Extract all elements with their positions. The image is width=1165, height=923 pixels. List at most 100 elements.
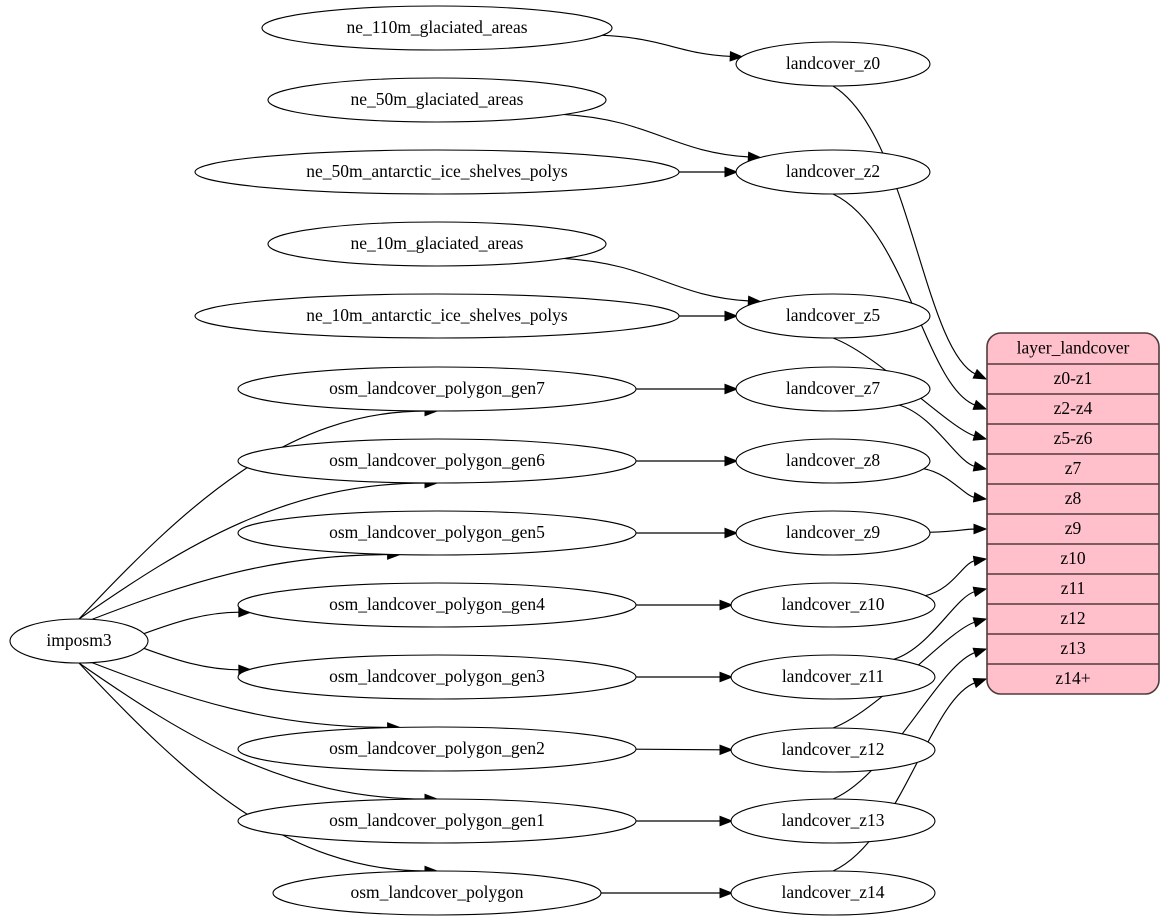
edge-imposm3-to-osm_landcover_polygon_gen2 xyxy=(91,662,389,728)
node-label: ne_10m_antarctic_ice_shelves_polys xyxy=(306,305,568,325)
node-landcover_z12[interactable]: landcover_z12 xyxy=(730,727,936,773)
node-osm_landcover_polygon_gen1[interactable]: osm_landcover_polygon_gen1 xyxy=(237,798,637,844)
node-label: ne_110m_glaciated_areas xyxy=(346,17,527,37)
node-osm_landcover_polygon[interactable]: osm_landcover_polygon xyxy=(272,870,602,916)
edge-arrowhead xyxy=(729,50,744,62)
table-row[interactable]: z10 xyxy=(1060,548,1086,568)
edge-arrowhead xyxy=(972,368,988,380)
node-shape xyxy=(237,654,637,700)
edge-arrowhead xyxy=(724,310,739,322)
node-landcover_z5[interactable]: landcover_z5 xyxy=(735,293,931,339)
table-row[interactable]: z14+ xyxy=(1055,668,1090,688)
node-ne_50m_glaciated_areas[interactable]: ne_50m_glaciated_areas xyxy=(267,77,607,123)
table-row-label: z14+ xyxy=(1055,668,1090,688)
node-shape xyxy=(194,293,680,339)
node-shape xyxy=(730,654,936,700)
node-label: landcover_z7 xyxy=(786,378,881,398)
node-shape xyxy=(267,221,607,267)
edge-arrowhead xyxy=(972,491,988,503)
edge-landcover_z7-to-z7 xyxy=(898,404,976,468)
node-landcover_z13[interactable]: landcover_z13 xyxy=(730,798,936,844)
node-shape xyxy=(735,41,931,87)
node-osm_landcover_polygon_gen4[interactable]: osm_landcover_polygon_gen4 xyxy=(237,582,637,628)
node-shape xyxy=(237,510,637,556)
node-shape xyxy=(194,149,680,195)
table-row-label: z2-z4 xyxy=(1054,398,1093,418)
edge-landcover_z8-to-z8 xyxy=(922,468,976,499)
node-shape xyxy=(735,293,931,339)
node-label: landcover_z12 xyxy=(781,739,884,759)
node-osm_landcover_polygon_gen3[interactable]: osm_landcover_polygon_gen3 xyxy=(237,654,637,700)
table-row-label: z10 xyxy=(1060,548,1086,568)
node-label: osm_landcover_polygon_gen7 xyxy=(329,378,545,398)
node-shape xyxy=(730,582,936,628)
edge-landcover_z0-to-z0-z1 xyxy=(832,85,977,375)
table-row[interactable]: z5-z6 xyxy=(1054,428,1093,448)
table-row[interactable]: z13 xyxy=(1060,638,1086,658)
table-row[interactable]: z12 xyxy=(1060,608,1085,628)
node-ne_10m_glaciated_areas[interactable]: ne_10m_glaciated_areas xyxy=(267,221,607,267)
edge-arrowhead xyxy=(972,430,988,441)
table-row[interactable]: z7 xyxy=(1065,458,1082,478)
node-ne_110m_glaciated_areas[interactable]: ne_110m_glaciated_areas xyxy=(261,5,613,51)
edge-arrowhead xyxy=(724,455,739,467)
edge-ne_50m_glaciated_areas-to-landcover_z2 xyxy=(563,113,750,158)
node-label: landcover_z11 xyxy=(782,666,884,686)
node-shape xyxy=(735,510,931,556)
node-landcover_z0[interactable]: landcover_z0 xyxy=(735,41,931,87)
node-label: landcover_z10 xyxy=(781,594,884,614)
node-osm_landcover_polygon_gen7[interactable]: osm_landcover_polygon_gen7 xyxy=(237,366,637,412)
node-label: landcover_z13 xyxy=(781,810,884,830)
node-landcover_z9[interactable]: landcover_z9 xyxy=(735,510,931,556)
edge-arrowhead xyxy=(719,744,734,756)
table-row[interactable]: z2-z4 xyxy=(1054,398,1093,418)
edge-arrowhead xyxy=(972,399,988,410)
node-label: osm_landcover_polygon_gen5 xyxy=(329,522,545,542)
table-row[interactable]: z0-z1 xyxy=(1054,368,1093,388)
node-landcover_z10[interactable]: landcover_z10 xyxy=(730,582,936,628)
node-imposm3[interactable]: imposm3 xyxy=(9,618,149,664)
edge-imposm3-to-osm_landcover_polygon_gen6 xyxy=(78,482,427,620)
node-label: osm_landcover_polygon_gen2 xyxy=(329,738,545,758)
table-row[interactable]: z9 xyxy=(1065,518,1082,538)
edge-imposm3-to-osm_landcover_polygon_gen4 xyxy=(143,611,240,635)
edge-arrowhead xyxy=(972,647,988,658)
node-osm_landcover_polygon_gen6[interactable]: osm_landcover_polygon_gen6 xyxy=(237,438,637,484)
node-label: osm_landcover_polygon xyxy=(350,882,523,902)
node-shape xyxy=(730,798,936,844)
node-landcover_z7[interactable]: landcover_z7 xyxy=(735,366,931,412)
node-label: landcover_z8 xyxy=(786,450,881,470)
table-row[interactable]: z11 xyxy=(1061,578,1086,598)
node-landcover_z14[interactable]: landcover_z14 xyxy=(730,870,936,916)
node-label: osm_landcover_polygon_gen4 xyxy=(329,594,545,614)
node-ne_10m_antarctic_ice_shelves_polys[interactable]: ne_10m_antarctic_ice_shelves_polys xyxy=(194,293,680,339)
edge-landcover_z11-to-z11 xyxy=(893,590,976,660)
node-label: imposm3 xyxy=(46,630,111,650)
node-label: ne_50m_glaciated_areas xyxy=(351,89,524,109)
edge-arrowhead xyxy=(719,671,734,683)
node-shape xyxy=(9,618,149,664)
node-shape xyxy=(272,870,602,916)
edge-osm_landcover_polygon_gen2-to-landcover_z12 xyxy=(633,748,722,751)
nodes-layer: imposm3 ne_110m_glaciated_areas ne_50m_gla… xyxy=(9,5,936,916)
node-shape xyxy=(237,726,637,772)
edge-arrowhead xyxy=(972,617,988,628)
node-landcover_z2[interactable]: landcover_z2 xyxy=(735,149,931,195)
table-row[interactable]: z8 xyxy=(1065,488,1082,508)
node-landcover_z8[interactable]: landcover_z8 xyxy=(735,438,931,484)
node-ne_50m_antarctic_ice_shelves_polys[interactable]: ne_50m_antarctic_ice_shelves_polys xyxy=(194,149,680,195)
node-landcover_z11[interactable]: landcover_z11 xyxy=(730,654,936,700)
node-shape xyxy=(267,77,607,123)
edge-arrowhead xyxy=(973,523,988,535)
node-shape xyxy=(261,5,613,51)
node-label: landcover_z9 xyxy=(786,522,881,542)
node-osm_landcover_polygon_gen5[interactable]: osm_landcover_polygon_gen5 xyxy=(237,510,637,556)
node-label: osm_landcover_polygon_gen3 xyxy=(329,666,545,686)
table-row-label: z13 xyxy=(1060,638,1086,658)
table-header-label: layer_landcover xyxy=(1017,338,1130,358)
edge-imposm3-to-osm_landcover_polygon xyxy=(78,662,427,872)
edge-arrowhead xyxy=(724,383,739,395)
table-row-label: z12 xyxy=(1060,608,1085,628)
node-label: osm_landcover_polygon_gen1 xyxy=(329,810,545,830)
node-osm_landcover_polygon_gen2[interactable]: osm_landcover_polygon_gen2 xyxy=(237,726,637,772)
